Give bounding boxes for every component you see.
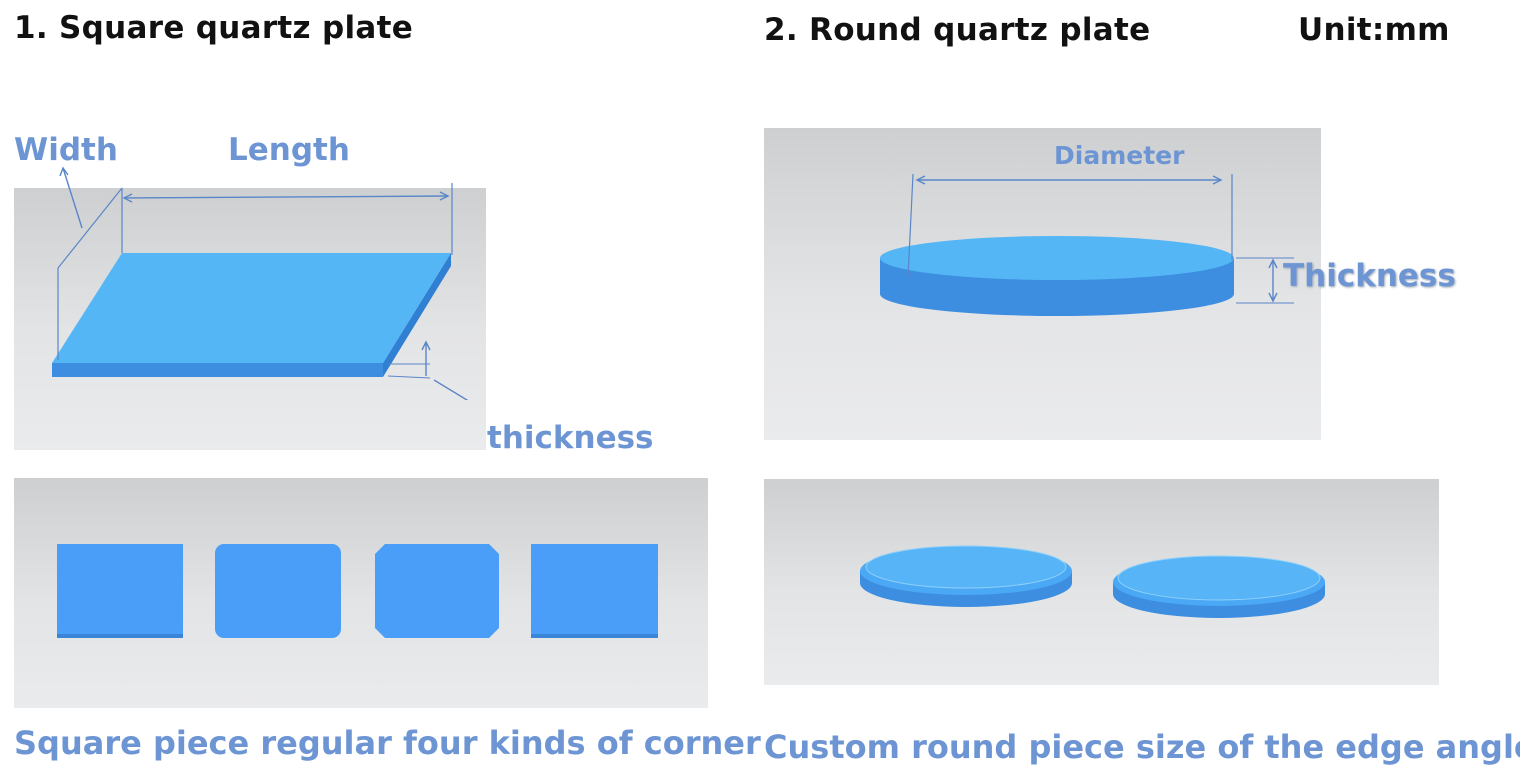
rounded-corner-icon [215, 544, 341, 638]
unit-label: Unit:mm [1298, 12, 1450, 48]
length-dimension-line [123, 195, 449, 199]
round-plate-diagram [880, 173, 1294, 316]
square-plate-top [52, 253, 451, 363]
length-label: Length [228, 132, 350, 168]
square-caption: Square piece regular four kinds of corne… [14, 724, 761, 762]
square-plate-front-edge [52, 363, 383, 377]
rounded-edge-disc-icon [1113, 555, 1325, 618]
corner-types-diagram [57, 544, 658, 638]
thickness-label: thickness [487, 420, 654, 456]
chamfered-corner-icon [375, 544, 499, 638]
chamfered-edge-disc-icon [860, 545, 1072, 607]
thickness-pointer [433, 379, 469, 400]
round-thickness-label: Thickness [1283, 258, 1456, 294]
square-plate-diagram [52, 166, 469, 400]
square-corner-icon [57, 544, 183, 638]
width-pointer [62, 167, 83, 229]
edge-types-diagram [860, 545, 1325, 618]
round-caption: Custom round piece size of the edge angl… [764, 728, 1520, 766]
square-section-heading: 1. Square quartz plate [14, 10, 414, 46]
square-plate-right-edge [383, 253, 451, 377]
round-section-heading: 2. Round quartz plate [764, 12, 1151, 48]
round-plate-top [880, 236, 1234, 280]
width-label: Width [14, 132, 118, 168]
square-corner-icon [531, 544, 658, 638]
diameter-label: Diameter [1054, 141, 1185, 170]
